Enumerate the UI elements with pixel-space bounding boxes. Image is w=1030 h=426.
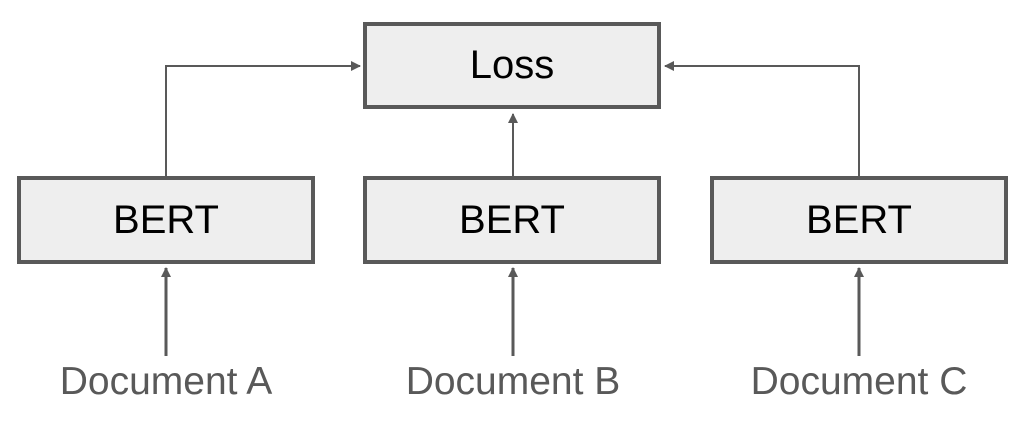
bert-box-c: BERT bbox=[710, 176, 1008, 264]
bert-box-b: BERT bbox=[363, 176, 661, 264]
bert-label-b: BERT bbox=[459, 197, 565, 242]
bert-label-c: BERT bbox=[806, 197, 912, 242]
document-c-label: Document C bbox=[750, 360, 968, 403]
loss-label: Loss bbox=[469, 43, 555, 87]
loss-box: Loss bbox=[363, 22, 661, 109]
bert-label-a: BERT bbox=[113, 197, 219, 242]
document-a-label: Document A bbox=[59, 360, 273, 403]
arrow-bert-a-to-loss bbox=[165, 61, 361, 178]
bert-box-a: BERT bbox=[17, 176, 315, 264]
document-b-label: Document B bbox=[405, 360, 621, 403]
arrow-bert-c-to-loss bbox=[664, 61, 860, 178]
